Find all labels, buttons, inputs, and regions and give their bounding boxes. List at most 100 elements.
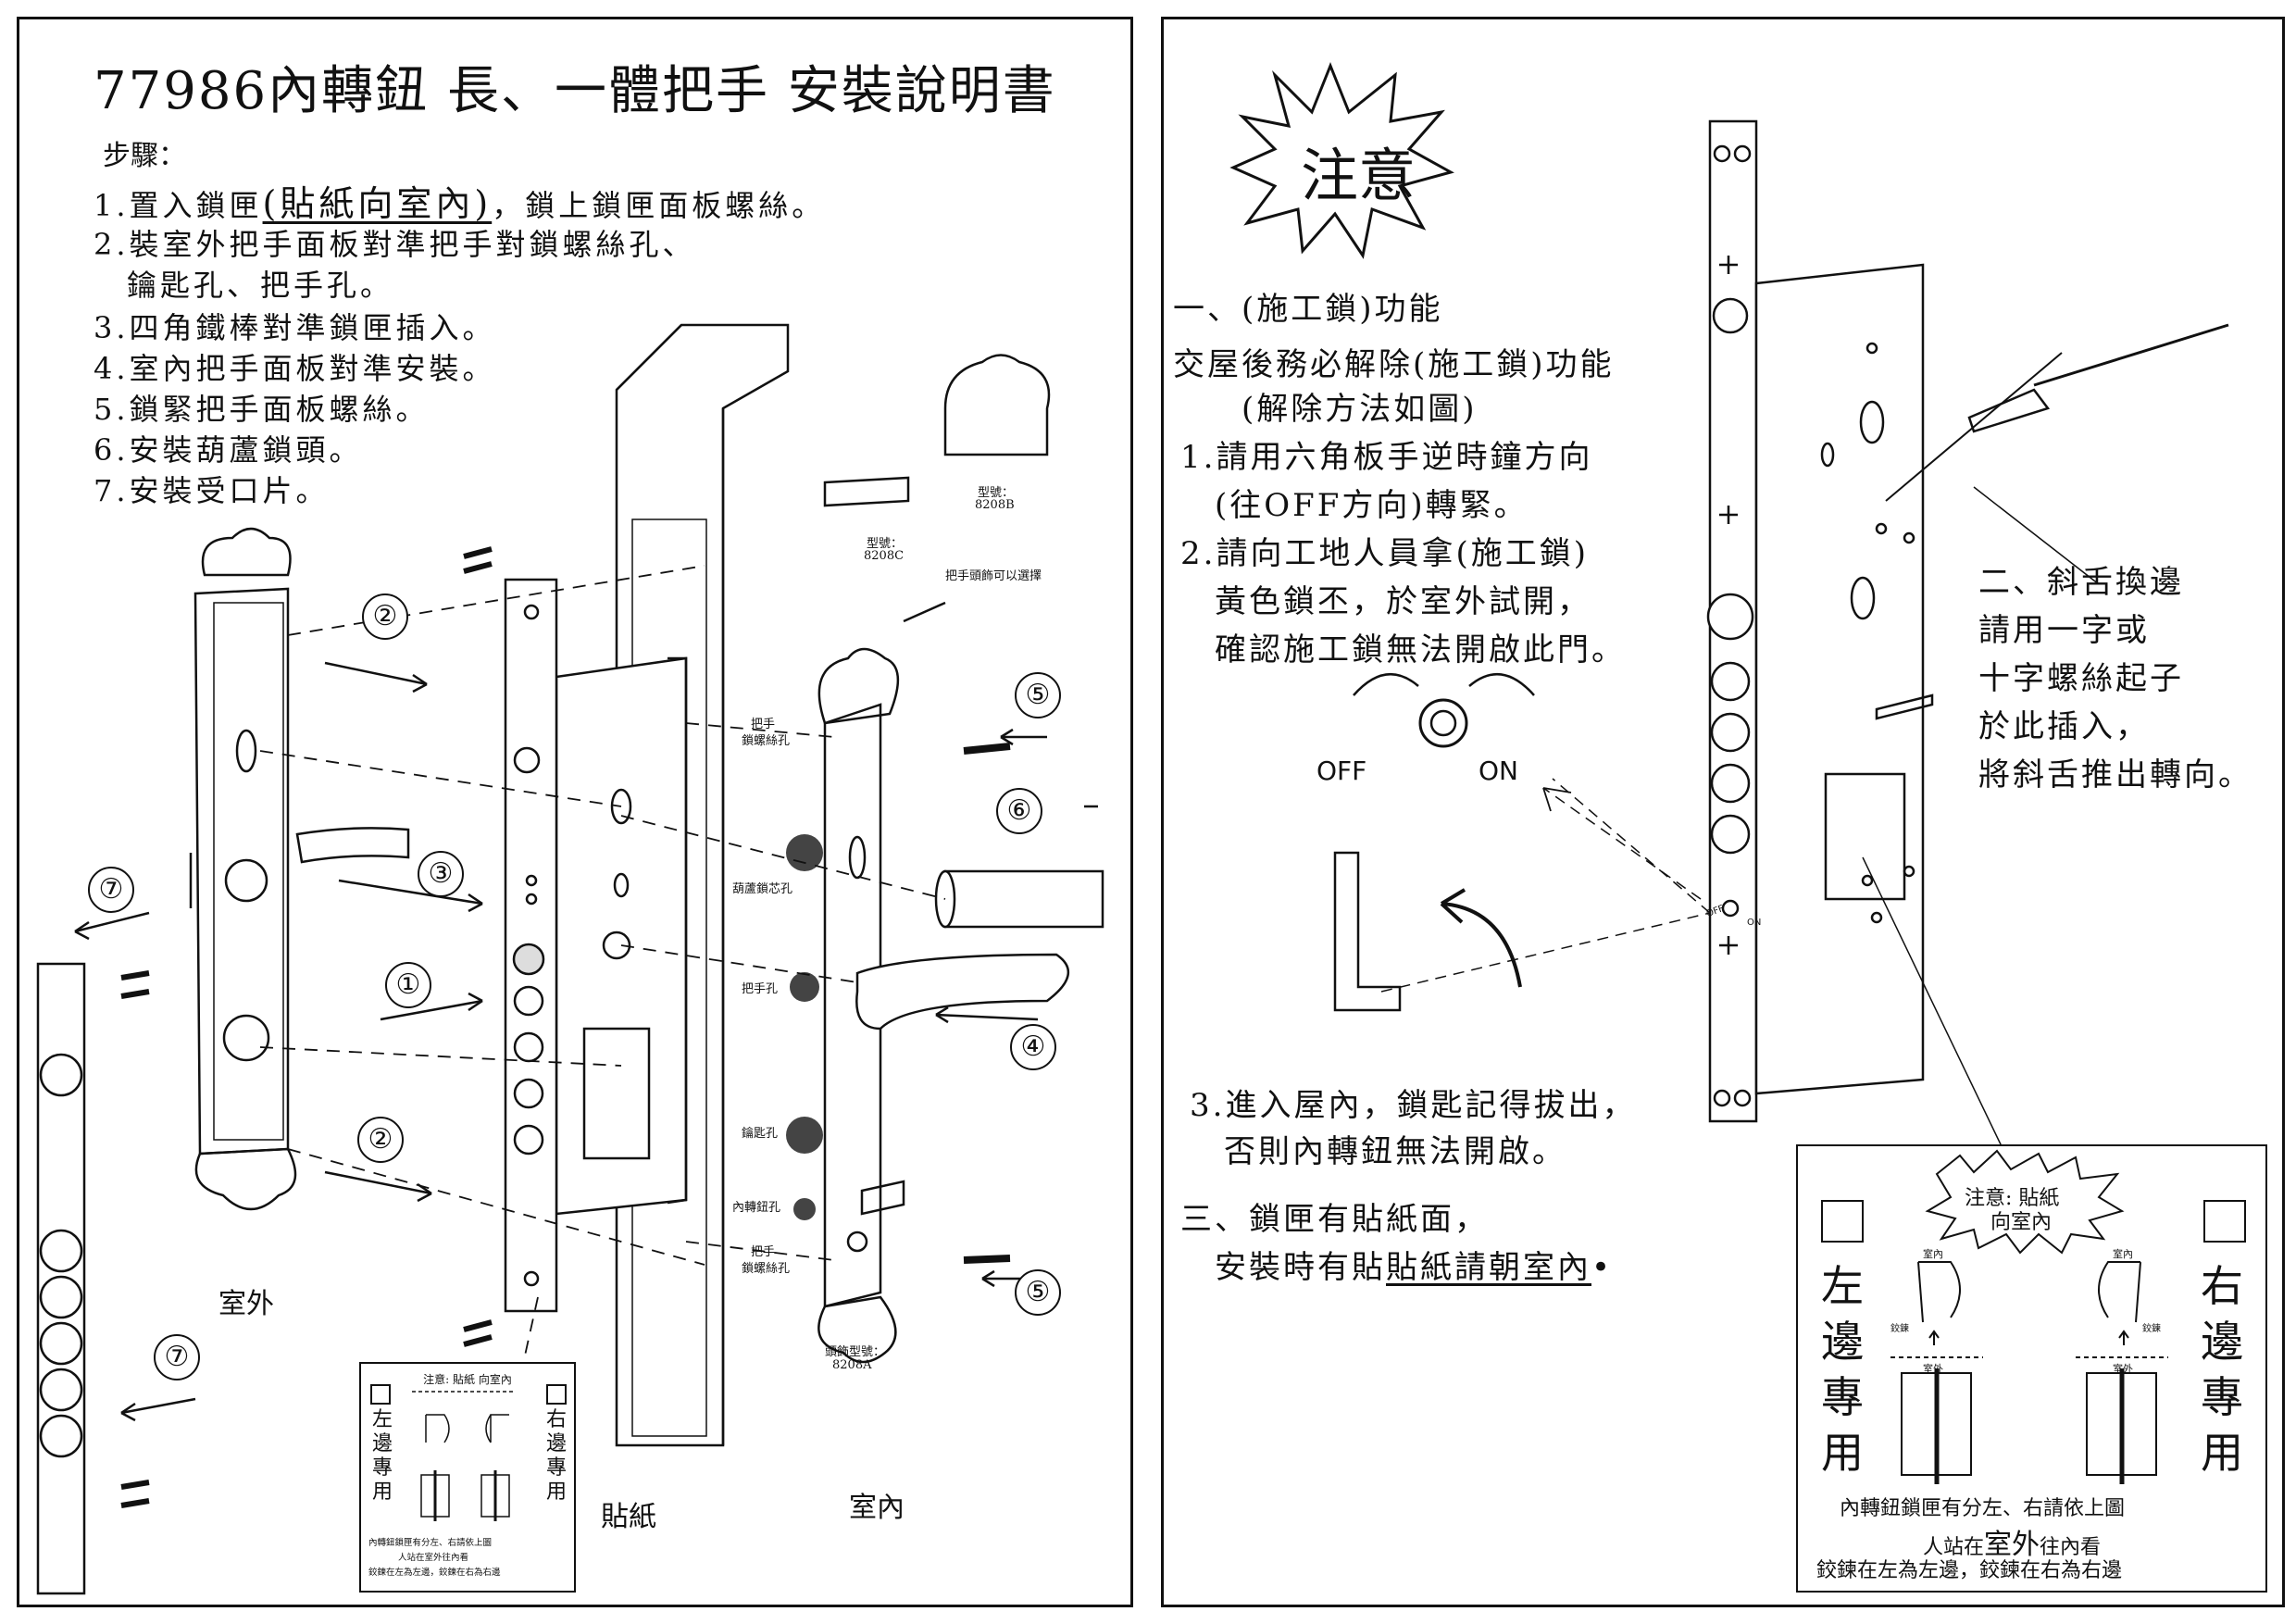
right-char-2: 邊 xyxy=(2201,1317,2243,1367)
callout-5-top: ⑤ xyxy=(1015,672,1061,718)
hole-label-screw-top-1: 把手 xyxy=(751,718,776,731)
hole-label-knob: 內轉鈕孔 xyxy=(732,1201,781,1215)
head-model-label: 頭飾型號： xyxy=(825,1345,886,1359)
right-hinge-small: 鉸鍊 xyxy=(2142,1324,2161,1334)
model-b: 8208B xyxy=(975,498,1015,512)
step-1-highlight: (貼紙向室內) xyxy=(262,183,493,224)
sec1-line-2: (解除方法如圖) xyxy=(1173,391,1478,428)
sec1-line-1: 交屋後務必解除(施工鎖)功能 xyxy=(1173,346,1615,383)
on-label: ON xyxy=(1479,756,1518,786)
left-char-3: 專 xyxy=(1821,1372,1864,1422)
step-4: 4.室內把手面板對準安裝。 xyxy=(94,351,496,386)
mini-on-label: ON xyxy=(1747,918,1762,928)
hole-label-cylinder: 葫蘆鎖芯孔 xyxy=(732,882,793,896)
left-checkbox-small xyxy=(370,1384,391,1405)
sec2-line-1: 二、斜舌換邊 xyxy=(1978,564,2184,601)
right-checkbox-small xyxy=(546,1384,567,1405)
step-1: 1.置入鎖匣(貼紙向室內)，鎖上鎖匣面板螺絲。 xyxy=(94,175,825,226)
sticker-card-small: 注意: 貼紙 向室內 左邊專用 右邊專用 內轉鈕鎖匣有分左、右請依上圖 人站在室… xyxy=(359,1362,576,1593)
left-only-small: 左邊專用 xyxy=(372,1408,393,1504)
sticker-card-large-drawing xyxy=(1890,1149,2168,1484)
page-title: 77986內轉鈕 長、一體把手 安裝說明書 xyxy=(94,61,1056,121)
callout-7-top: ⑦ xyxy=(88,867,134,913)
hole-label-screw-bot-2: 鎖螺絲孔 xyxy=(742,1262,791,1276)
model-c-label: 型號： xyxy=(867,537,904,551)
step-2: 2.裝室外把手面板對準把手對鎖螺絲孔、 xyxy=(94,227,696,262)
right-out-small: 室外 xyxy=(2113,1363,2133,1375)
model-c: 8208C xyxy=(864,549,905,563)
sticker-note-2: 人站在室外往內看 xyxy=(1923,1521,2101,1562)
sticker-note-2a: 人站在 xyxy=(1923,1536,1985,1559)
sticker-card-small-note2: 人站在室外往內看 xyxy=(398,1553,469,1563)
sec3-prefix: 安裝時有貼 xyxy=(1180,1249,1386,1286)
right-only-small: 右邊專用 xyxy=(546,1408,568,1504)
sticker-burst-line-2: 向室內 xyxy=(1990,1211,2053,1234)
hole-label-handle: 把手孔 xyxy=(742,982,779,996)
left-checkbox-large xyxy=(1821,1200,1864,1243)
sec3-title: 三、鎖匣有貼紙面， xyxy=(1180,1201,1489,1238)
sec1-title: 一、(施工鎖)功能 xyxy=(1173,291,1443,328)
sec1-step3-line-2: 否則內轉鈕無法開啟。 xyxy=(1190,1133,1566,1170)
outside-label: 室外 xyxy=(218,1288,274,1320)
inside-label: 室內 xyxy=(849,1492,905,1524)
callout-6: ⑥ xyxy=(996,788,1042,834)
right-instruction-panel: 注意 一、(施工鎖)功能 交屋後務必解除(施工鎖)功能 (解除方法如圖) 1.請… xyxy=(1161,17,2285,1607)
left-out-small: 室外 xyxy=(1923,1363,1943,1375)
exploded-diagram xyxy=(36,323,1104,1595)
hole-label-key: 鑰匙孔 xyxy=(742,1127,779,1141)
head-options-note: 把手頭飾可以選擇 xyxy=(945,569,1042,583)
left-char-4: 用 xyxy=(1821,1428,1864,1478)
hole-label-screw-top-2: 鎖螺絲孔 xyxy=(742,734,791,748)
sec2-line-5: 將斜舌推出轉向。 xyxy=(1978,756,2252,793)
callout-1: ① xyxy=(385,962,431,1008)
right-char-3: 專 xyxy=(2201,1372,2243,1422)
callout-7-bottom: ⑦ xyxy=(154,1334,200,1380)
sticker-card-small-burst: 注意: 貼紙 向室內 xyxy=(423,1373,512,1386)
left-char-1: 左 xyxy=(1821,1261,1864,1311)
right-char-4: 用 xyxy=(2201,1428,2243,1478)
sec2-line-3: 十字螺絲起子 xyxy=(1978,660,2184,697)
model-b-label: 型號： xyxy=(978,486,1015,500)
hole-label-screw-bot-1: 把手 xyxy=(751,1245,776,1259)
left-instruction-panel: 77986內轉鈕 長、一體把手 安裝說明書 步驟： 1.置入鎖匣(貼紙向室內)，… xyxy=(17,17,1133,1607)
sec1-line-7: 確認施工鎖無法開啟此門。 xyxy=(1180,631,1626,668)
sticker-card-large: 注意: 貼紙 向室內 左 邊 專 用 右 邊 專 用 室內 室內 鉸鍊 鉸鍊 室… xyxy=(1796,1144,2267,1593)
sticker-card-small-note3: 鉸鍊在左為左邊，鉸鍊在右為右邊 xyxy=(368,1568,501,1578)
sticker-label: 貼紙 xyxy=(601,1501,656,1533)
left-in-small: 室內 xyxy=(1923,1248,1943,1260)
step-3: 3.四角鐵棒對準鎖匣插入。 xyxy=(94,310,496,345)
step-6: 6.安裝葫蘆鎖頭。 xyxy=(94,432,363,468)
sec3-highlight: 貼紙請朝室內 xyxy=(1386,1249,1591,1286)
sticker-card-small-note1: 內轉鈕鎖匣有分左、右請依上圖 xyxy=(368,1538,493,1548)
callout-2-top: ② xyxy=(362,593,408,640)
right-checkbox-large xyxy=(2203,1200,2246,1243)
callout-2-bottom: ② xyxy=(357,1117,404,1163)
attention-title: 注意 xyxy=(1301,142,1416,209)
step-2-cont: 鑰匙孔、把手孔。 xyxy=(94,268,394,303)
sec1-line-4: (往OFF方向)轉緊。 xyxy=(1180,487,1529,524)
sec1-line-6: 黃色鎖丕，於室外試開， xyxy=(1180,583,1591,620)
sec3-line: 安裝時有貼貼紙請朝室內• xyxy=(1180,1242,1613,1287)
right-char-1: 右 xyxy=(2201,1261,2243,1311)
off-label: OFF xyxy=(1316,756,1367,786)
door-swing-icons-small xyxy=(412,1391,514,1521)
sec2-line-4: 於此插入， xyxy=(1978,708,2150,745)
sec3-suffix: • xyxy=(1591,1249,1614,1286)
callout-3: ③ xyxy=(418,851,464,897)
step-5: 5.鎖緊把手面板螺絲。 xyxy=(94,392,430,427)
left-hinge-small: 鉸鍊 xyxy=(1890,1324,1909,1334)
sticker-note-3: 鉸鍊在左為左邊，鉸鍊在右為右邊 xyxy=(1816,1559,2123,1582)
sticker-note-1: 內轉鈕鎖匣有分左、右請依上圖 xyxy=(1840,1497,2126,1520)
step-1-prefix: 1.置入鎖匣 xyxy=(94,188,263,223)
sec1-line-3: 1.請用六角板手逆時鐘方向 xyxy=(1180,439,1593,476)
sticker-note-2c: 往內看 xyxy=(2040,1536,2102,1559)
sec2-line-2: 請用一字或 xyxy=(1978,612,2150,649)
callout-5-bottom: ⑤ xyxy=(1015,1269,1061,1316)
left-char-2: 邊 xyxy=(1821,1317,1864,1367)
right-diagram xyxy=(1229,61,2229,1215)
callout-4: ④ xyxy=(1010,1024,1056,1070)
sec1-step3-line-1: 3.進入屋內，鎖匙記得拔出， xyxy=(1190,1087,1637,1124)
right-in-small: 室內 xyxy=(2113,1248,2133,1260)
sec1-line-5: 2.請向工地人員拿(施工鎖) xyxy=(1180,535,1589,572)
sticker-burst-line-1: 注意: 貼紙 xyxy=(1965,1187,2060,1210)
